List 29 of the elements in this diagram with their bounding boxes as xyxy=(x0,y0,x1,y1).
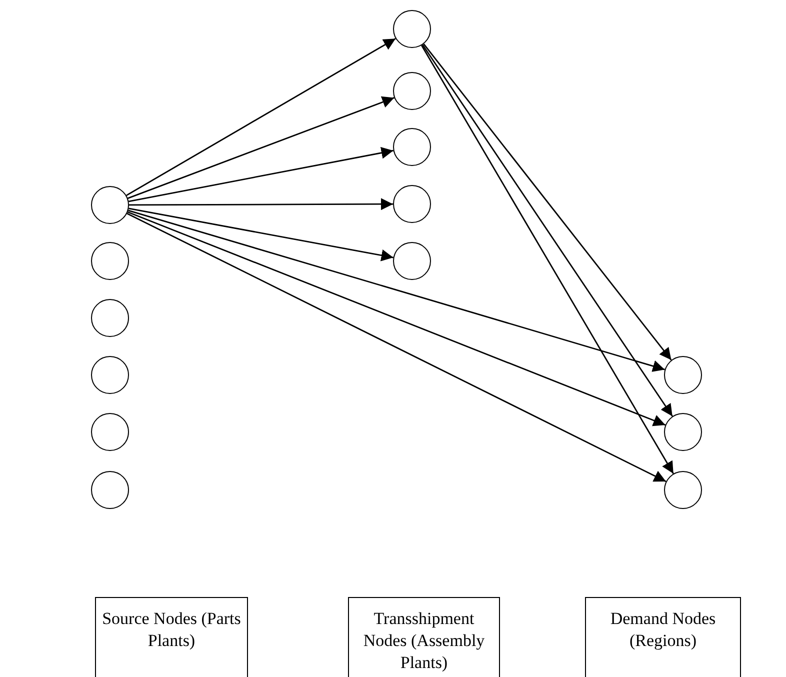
node-circle xyxy=(393,10,431,48)
node-circle xyxy=(91,356,129,394)
arrow xyxy=(126,38,396,196)
label-box xyxy=(95,597,248,677)
arrow xyxy=(128,96,394,199)
label-box xyxy=(348,597,500,677)
arrow xyxy=(127,211,666,426)
arrow xyxy=(128,210,665,372)
node-circle xyxy=(393,242,431,280)
node-circle xyxy=(91,242,129,280)
node-circle xyxy=(91,186,129,224)
label-box xyxy=(585,597,741,677)
node-circle xyxy=(664,471,702,509)
node-circle xyxy=(664,356,702,394)
node-circle xyxy=(393,185,431,223)
arrow xyxy=(126,212,666,482)
box-label: Source Nodes (Parts Plants) xyxy=(101,608,242,652)
node-circle xyxy=(393,128,431,166)
arrow xyxy=(128,208,394,262)
arrow xyxy=(129,198,393,210)
node-circle xyxy=(91,471,129,509)
box-label: Transshipment Nodes (Assembly Plants) xyxy=(362,608,486,674)
node-circle xyxy=(393,72,431,110)
arrow xyxy=(128,146,394,202)
arrow xyxy=(423,44,672,360)
box-label: Demand Nodes (Regions) xyxy=(609,608,717,652)
node-circle xyxy=(91,413,129,451)
node-circle xyxy=(91,299,129,337)
node-circle xyxy=(664,413,702,451)
